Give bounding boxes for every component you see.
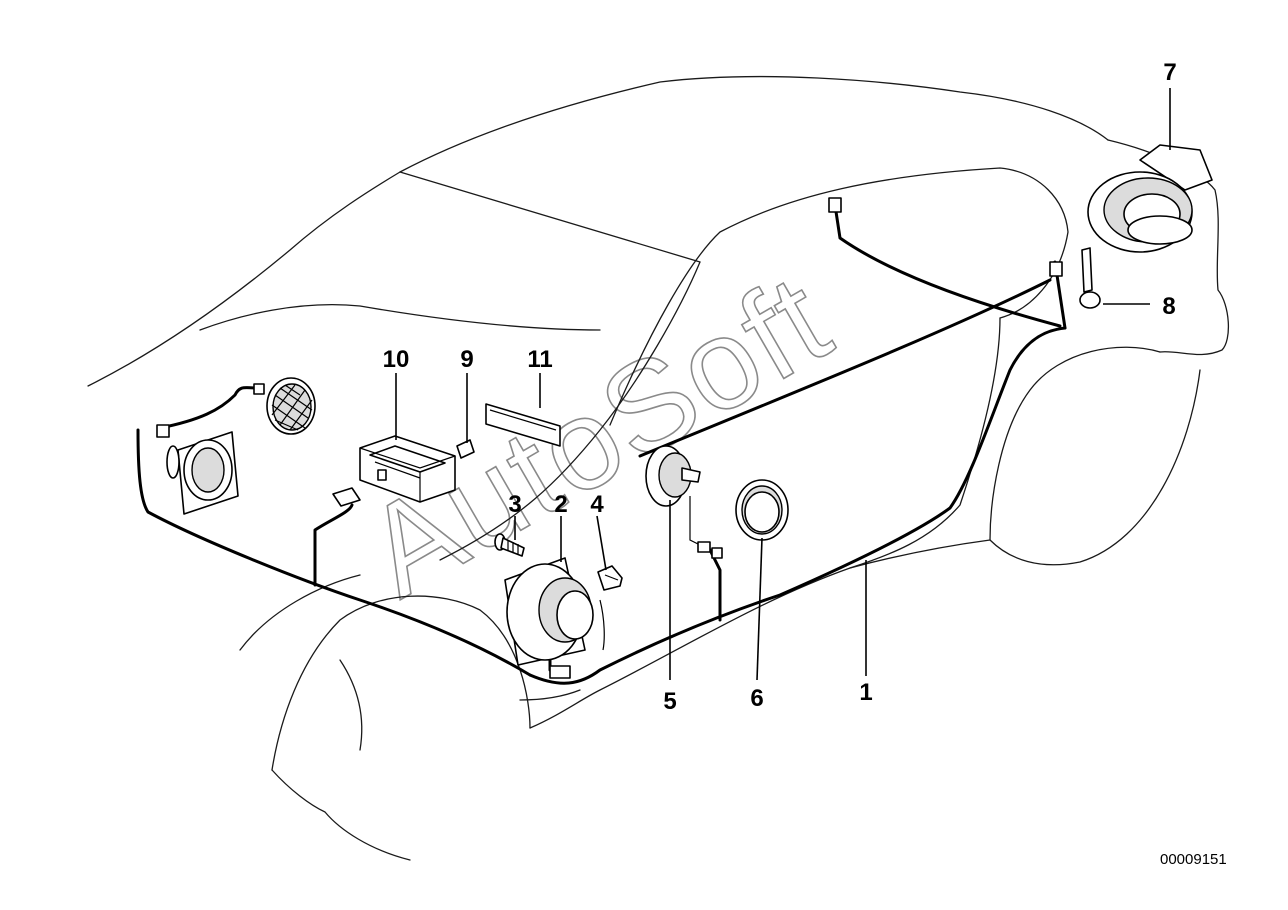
callout-labels: 7 8 10 9 11 3 2 4 5 6 1	[383, 59, 1177, 715]
rear-speaker-part-7	[1087, 144, 1213, 253]
clip-part-4	[597, 565, 623, 591]
callout-7: 7	[1163, 59, 1176, 86]
speaker-part-2	[504, 557, 605, 679]
diagram-id: 00009151	[1160, 851, 1227, 868]
callout-6: 6	[750, 685, 763, 712]
leader-lines	[395, 88, 1171, 681]
screw-part-8	[1079, 247, 1101, 309]
callout-2: 2	[554, 491, 567, 518]
callout-4: 4	[590, 491, 604, 518]
harness-connector-top	[828, 197, 1063, 277]
callout-11: 11	[527, 346, 552, 373]
callout-10: 10	[383, 346, 410, 373]
ring-part-6	[735, 479, 789, 541]
panel-part-11	[485, 403, 561, 447]
watermark-text: AutoSoft	[343, 247, 854, 624]
front-left-speaker	[156, 424, 239, 515]
holder-part-10	[359, 435, 456, 503]
callout-1: 1	[859, 679, 872, 706]
harness-connector-left	[332, 487, 361, 507]
callout-5: 5	[663, 688, 676, 715]
callout-3: 3	[508, 491, 521, 518]
screw-part-3	[494, 533, 525, 557]
tweeter-grille	[253, 377, 316, 435]
callout-9: 9	[460, 346, 473, 373]
plug-part-9	[456, 439, 475, 459]
callout-8: 8	[1162, 293, 1175, 320]
grommet-part-5	[645, 445, 723, 559]
